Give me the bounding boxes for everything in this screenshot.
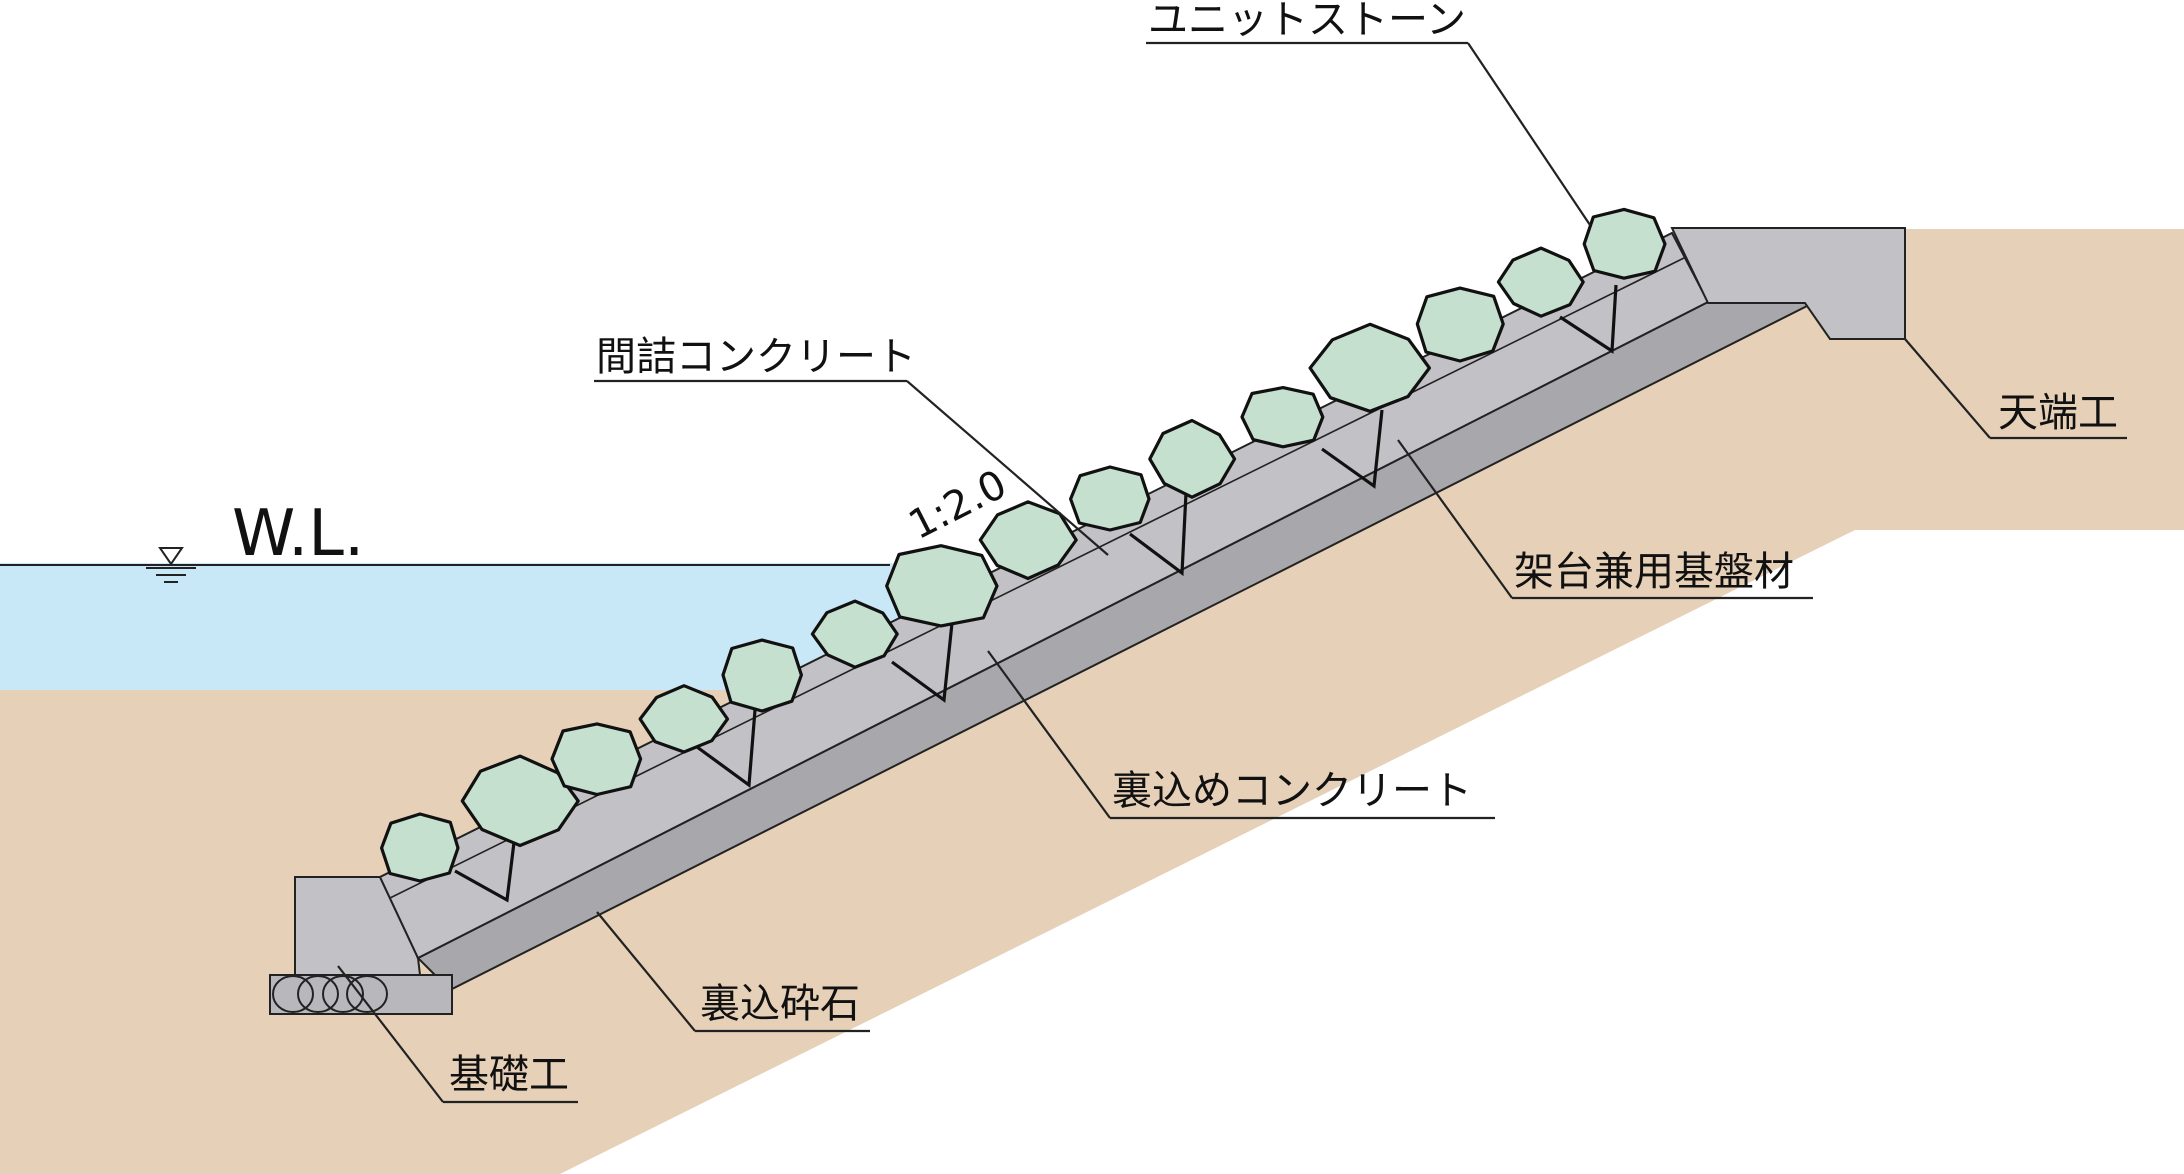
joint-concrete-label: 間詰コンクリート bbox=[596, 334, 916, 380]
base-material-frame bbox=[454, 833, 517, 903]
unit-stone bbox=[1496, 246, 1585, 318]
backfill-concrete-leader bbox=[987, 650, 1111, 819]
base-material-frame bbox=[1321, 409, 1384, 489]
unit-stone bbox=[1240, 386, 1325, 449]
joint-concrete-leader bbox=[906, 380, 1109, 556]
base-material-leader bbox=[1397, 439, 1513, 599]
base-material-frame bbox=[1129, 492, 1188, 577]
base-material-frames bbox=[454, 284, 1618, 903]
unit-stone bbox=[380, 812, 460, 883]
unit-stone bbox=[1308, 322, 1431, 413]
unit-stone bbox=[1415, 286, 1505, 363]
unit-stone bbox=[1582, 207, 1667, 280]
water-level-label: W.L. bbox=[232, 497, 364, 571]
unit-stones bbox=[380, 207, 1667, 883]
water-level-triangle-icon bbox=[146, 547, 196, 583]
crest-work-leader bbox=[1904, 338, 1991, 439]
unit-stone bbox=[810, 599, 899, 669]
backfill-gravel-leader bbox=[596, 911, 696, 1032]
unit-stone bbox=[721, 638, 803, 713]
base-material-frame bbox=[1559, 284, 1618, 354]
unit-stone bbox=[638, 684, 730, 754]
foundation-block bbox=[294, 876, 422, 976]
unit-stone bbox=[1069, 465, 1151, 532]
crest-work-block bbox=[1670, 227, 1906, 340]
base-material-frame bbox=[891, 622, 954, 703]
unit-stone bbox=[550, 722, 643, 797]
unit-stone-label: ユニットストーン bbox=[1148, 0, 1466, 43]
base-material-label: 架台兼用基盤材 bbox=[1514, 549, 1794, 595]
foundation-timber-rolls bbox=[272, 975, 388, 1013]
base-material-frame bbox=[696, 709, 757, 788]
crest-work-label: 天端工 bbox=[1998, 390, 2118, 436]
unit-stone bbox=[885, 544, 999, 628]
foundation-label: 基礎工 bbox=[449, 1052, 569, 1098]
foundation-leader bbox=[337, 965, 444, 1103]
ground-soil bbox=[0, 229, 2184, 1174]
backfill-gravel-label: 裏込砕石 bbox=[700, 981, 860, 1027]
unit-stone bbox=[1148, 418, 1237, 499]
unit-stone bbox=[978, 500, 1078, 581]
backfill-concrete-label: 裏込めコンクリート bbox=[1112, 768, 1472, 814]
unit-stone-leader bbox=[1467, 42, 1591, 226]
